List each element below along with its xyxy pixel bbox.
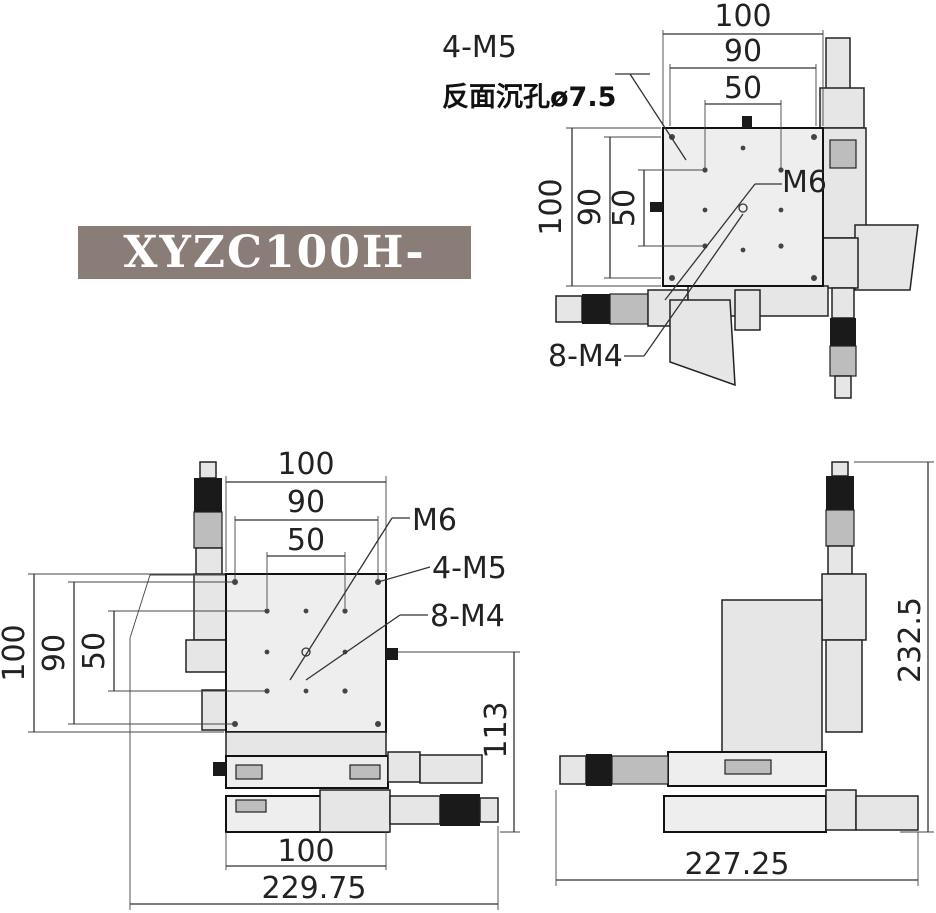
front-z-micro-thimble [194,478,222,512]
top-view: 100 90 50 100 90 50 4-M5 反面沉孔ø7.5 M6 8-M… [442,0,919,399]
side-overall-width: 227.25 [685,847,790,882]
side-view: 232.5 227.25 [555,461,934,886]
model-title: XYZC100H-25S [123,227,426,331]
side-z-bracket [821,573,867,641]
top-m4-note: 8-M4 [548,339,623,374]
top-hole [778,243,784,249]
front-height-outer: 100 [0,624,32,681]
front-z-micro-barrel [195,547,223,575]
top-main-plate [662,127,824,287]
top-counterbore-note: 反面沉孔ø7.5 [442,82,616,113]
side-x-stage [663,795,827,833]
front-main-plate [225,573,387,733]
top-corner-hole [811,275,817,281]
top-hole [702,207,708,213]
front-m4-note: 8-M4 [430,599,505,634]
top-y-micro-barrel [831,287,855,319]
front-x-micro-barrel [389,795,441,825]
top-x-micro-thimble [582,294,610,324]
front-z-bracket-base [201,689,229,731]
top-corner-hole [811,134,817,140]
top-m6-note: M6 [782,165,827,200]
top-height-inner: 50 [607,189,642,227]
front-width-inner: 50 [287,523,325,558]
top-hole [778,207,784,213]
front-z-micro-end [199,461,217,479]
front-z-slide [225,731,387,757]
side-z-column [825,639,863,733]
side-y-micro-thimble [586,754,612,786]
front-height-mid: 90 [37,634,72,672]
top-hole [778,167,784,173]
front-view: 100 90 50 100 90 50 M6 4-M5 8-M4 [0,447,520,910]
top-plate-side-screw [650,202,663,212]
top-x-micro-sleeve [609,293,649,325]
front-width-mid: 90 [287,485,325,520]
top-height-outer: 100 [534,178,569,235]
top-z-column [825,37,851,97]
side-overall-height: 232.5 [893,597,928,683]
top-width-outer: 100 [714,0,771,34]
front-y-micro-barrel [419,754,483,784]
top-plate-screw [742,116,752,128]
top-y-micro-thimble [830,318,856,346]
front-z-micro-sleeve [193,511,223,549]
top-x-micro-end [555,295,583,323]
top-hole [740,145,746,151]
front-width-outer: 100 [277,447,334,482]
top-side-housing [854,224,919,291]
front-plate-side-screw [386,648,398,660]
front-height-113: 113 [479,701,514,758]
top-hole [702,167,708,173]
top-lower-block [734,289,761,331]
top-z-bracket [819,87,865,129]
front-y-knob [387,751,421,783]
top-y-micro-end [834,375,852,399]
front-z-bracket [193,573,229,641]
top-height-mid: 90 [573,188,608,226]
top-side-lower [821,237,859,289]
front-x-micro-thimble [440,794,480,826]
front-m6-note: M6 [412,503,457,538]
front-z-bracket-lower [185,639,229,673]
top-width-mid: 90 [724,34,762,69]
top-m5-note: 4-M5 [442,30,517,65]
top-center-hole [738,203,748,213]
front-height-inner: 50 [77,632,112,670]
side-z-body [721,599,823,753]
top-width-inner: 50 [724,71,762,106]
top-y-micro-sleeve [829,345,857,377]
front-x-micro-housing [319,789,391,833]
front-m5-note: 4-M5 [432,551,507,586]
top-side-knob [829,139,857,169]
top-lower-housing [669,299,736,387]
front-overall-width: 229.75 [262,871,367,906]
model-badge: XYZC100H-25S [78,226,471,331]
top-corner-hole [669,275,675,281]
front-base-width: 100 [277,834,334,869]
front-x-micro-end [479,797,499,823]
side-x-micro-barrel [855,795,919,831]
top-hole [740,247,746,253]
